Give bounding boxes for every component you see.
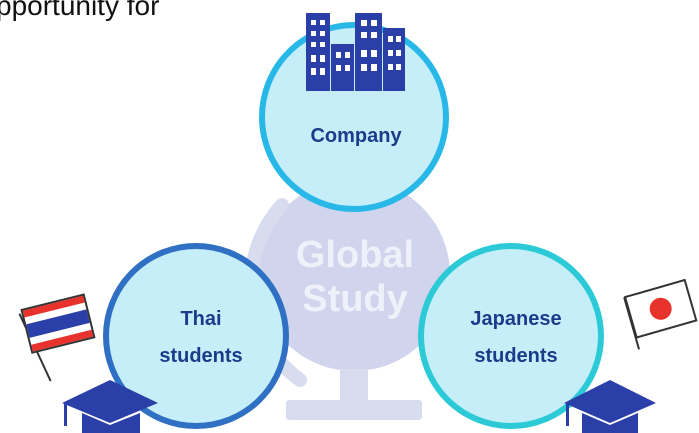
japanese-students-label-line2: students xyxy=(474,345,557,367)
thailand-flag-icon xyxy=(18,293,96,382)
graduation-cap-icon-japanese xyxy=(564,380,656,433)
globe-title-line1: Global xyxy=(296,234,414,276)
globe-sphere xyxy=(258,179,450,371)
japan-flag-icon xyxy=(623,278,698,350)
japanese-students-node: Japanese students xyxy=(418,243,604,429)
japanese-students-label-line1: Japanese xyxy=(470,308,561,330)
thai-students-label-line2: students xyxy=(159,345,242,367)
thai-students-label-line1: Thai xyxy=(180,308,221,330)
japanese-students-circle xyxy=(418,243,604,429)
thai-students-node: Thai students xyxy=(103,243,289,429)
company-label: Company xyxy=(310,125,402,147)
globe-base xyxy=(286,400,422,420)
thai-students-circle xyxy=(103,243,289,429)
graduation-cap-icon xyxy=(62,380,158,433)
office-buildings-icon xyxy=(306,13,405,91)
globe-title-line2: Study xyxy=(302,278,408,320)
header-text: pportunity for xyxy=(0,0,160,21)
